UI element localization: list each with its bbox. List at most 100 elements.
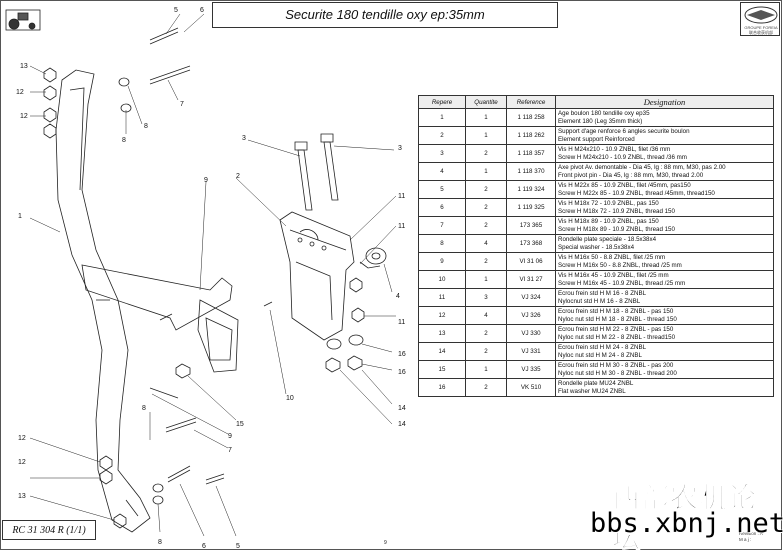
callout-7-b: 7 <box>228 447 232 454</box>
cell-quantite: 2 <box>465 252 507 271</box>
logo-text-line1: GROUPE FOREIA <box>744 25 778 30</box>
header-quantite: Quantite <box>465 95 507 109</box>
cell-reference: VI 31 27 <box>506 270 556 289</box>
cell-reference: 1 118 262 <box>506 126 556 145</box>
header-reference: Reference <box>506 95 556 109</box>
designation-english: Screw H M16x 45 - 10.9 ZNBL, thread /25 … <box>558 279 686 287</box>
tractor-icon <box>5 9 41 31</box>
cell-reference: VK 510 <box>506 378 556 397</box>
callout-15: 15 <box>236 421 244 428</box>
cell-quantite: 1 <box>465 162 507 181</box>
callout-13-b: 13 <box>18 493 26 500</box>
callout-14-a: 14 <box>398 405 406 412</box>
designation-english: Nyloc nut std H M 22 - 8 ZNBL - thread15… <box>558 333 676 341</box>
designation-english: Flat washer MU24 ZNBL <box>558 387 626 395</box>
table-header-row: Repere Quantite Reference Designation <box>418 95 774 109</box>
cell-reference: VI 31 06 <box>506 252 556 271</box>
callout-8-a: 8 <box>122 137 126 144</box>
callout-1: 1 <box>18 213 22 220</box>
header-repere: Repere <box>418 95 466 109</box>
logo-text-line2: 联合收获机部 <box>749 30 773 35</box>
callout-6-top: 6 <box>200 7 204 14</box>
cell-quantite: 3 <box>465 288 507 307</box>
reference-code-box: RC 31 304 R (1/1) <box>2 520 96 540</box>
cell-repere: 16 <box>418 378 466 397</box>
support-element <box>279 211 355 341</box>
cell-repere: 4 <box>418 162 466 181</box>
callout-12-a: 12 <box>16 89 24 96</box>
page-number: 9 <box>384 540 387 546</box>
designation-french: Rondelle plate MU24 ZNBL <box>558 379 634 387</box>
designation-english: Screw H M16x 50 - 8.8 ZNBL, thread /25 m… <box>558 261 682 269</box>
watermark-chinese: 西部农机论坛 <box>612 481 758 555</box>
cell-designation: Ecrou frein std H M 18 - 8 ZNBL - pas 15… <box>555 306 774 325</box>
callout-7-a: 7 <box>180 101 184 108</box>
cell-quantite: 2 <box>465 378 507 397</box>
designation-french: Vis H M16x 50 - 8.8 ZNBL, filet /25 mm <box>558 253 666 261</box>
callout-2: 2 <box>236 173 240 180</box>
cell-quantite: 2 <box>465 324 507 343</box>
leg-element-part <box>55 69 151 533</box>
cell-repere: 3 <box>418 144 466 163</box>
cell-quantite: 1 <box>465 270 507 289</box>
callout-10: 10 <box>286 395 294 402</box>
designation-english: Screw H M22x 85 - 10.9 ZNBL, thread /45m… <box>558 189 715 197</box>
callout-8-d: 8 <box>158 539 162 546</box>
designation-english: Nyloc nut std H M 30 - 8 ZNBL - thread 2… <box>558 369 677 377</box>
cell-reference: 1 118 357 <box>506 144 556 163</box>
cell-reference: 173 368 <box>506 234 556 253</box>
callout-3-b: 3 <box>398 145 402 152</box>
callout-14-b: 14 <box>398 421 406 428</box>
designation-french: Support d'age renforce 6 angles securite… <box>558 127 690 135</box>
cell-reference: 1 118 258 <box>506 108 556 127</box>
cell-repere: 9 <box>418 252 466 271</box>
page-title: Securite 180 tendille oxy ep:35mm <box>285 7 485 22</box>
cell-repere: 6 <box>418 198 466 217</box>
cell-reference: VJ 326 <box>506 306 556 325</box>
designation-english: Screw H M18x 89 - 10.9 ZNBL, thread 150 <box>558 225 675 233</box>
callout-12-d: 12 <box>18 459 26 466</box>
short-bolts <box>149 27 273 485</box>
cell-repere: 13 <box>418 324 466 343</box>
header-designation: Designation <box>555 95 774 109</box>
callout-9-a: 9 <box>204 177 208 184</box>
designation-french: Ecrou frein std H M 24 - 8 ZNBL <box>558 343 647 351</box>
designation-english: Nyloc nut std H M 18 - 8 ZNBL - thread 1… <box>558 315 677 323</box>
callout-16-b: 16 <box>398 369 406 376</box>
designation-french: Vis H M22x 85 - 10.9 ZNBL, filet /45mm, … <box>558 181 691 189</box>
cell-designation: Ecrou frein std H M 30 - 8 ZNBL - pas 20… <box>555 360 774 379</box>
cell-quantite: 2 <box>465 144 507 163</box>
callout-13-a: 13 <box>20 63 28 70</box>
designation-french: Rondelle plate speciale - 18.5x38x4 <box>558 235 657 243</box>
nuts-washers <box>43 67 365 529</box>
cell-repere: 14 <box>418 342 466 361</box>
designation-french: Vis H M16x 45 - 10.9 ZNBL, filet /25 mm <box>558 271 669 279</box>
cell-quantite: 2 <box>465 342 507 361</box>
designation-french: Vis H M18x 89 - 10.9 ZNBL, pas 150 <box>558 217 659 225</box>
callout-6-bot: 6 <box>202 543 206 550</box>
callout-4: 4 <box>396 293 400 300</box>
cell-designation: Support d'age renforce 6 angles securite… <box>555 126 774 145</box>
cell-repere: 10 <box>418 270 466 289</box>
logo-emblem-icon <box>744 6 778 24</box>
cell-reference: VJ 324 <box>506 288 556 307</box>
designation-french: Ecrou frein std H M 30 - 8 ZNBL - pas 20… <box>558 361 674 369</box>
